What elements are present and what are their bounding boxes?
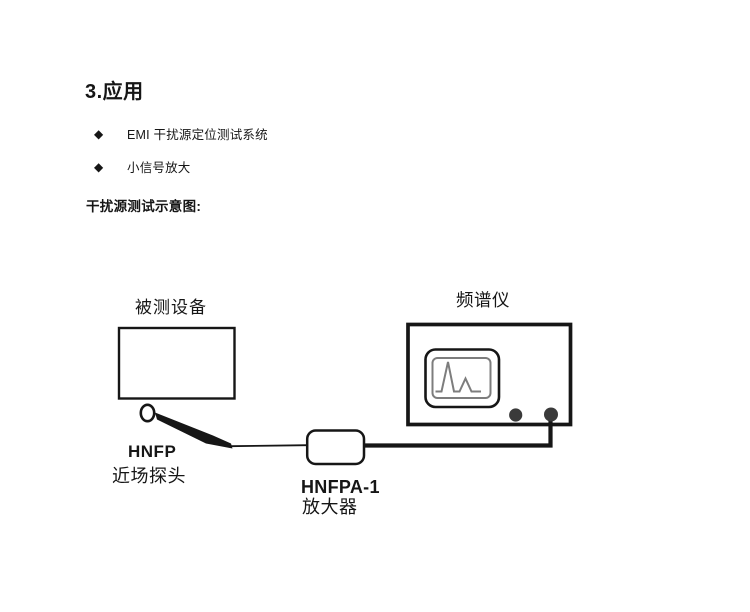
spectrum-trace-icon [435, 361, 481, 393]
bullet-text: 小信号放大 [127, 161, 191, 175]
probe-name-label: 近场探头 [112, 466, 186, 486]
amplifier-box [305, 429, 366, 466]
analyzer-label: 频谱仪 [456, 290, 510, 310]
probe-loop-icon [139, 403, 156, 423]
bullet-item-small-signal: ◆ 小信号放大 [94, 160, 191, 175]
section-heading: 3.应用 [85, 81, 144, 103]
probe-to-amplifier-cable [229, 444, 309, 448]
analyzer-knob-right-icon [544, 407, 558, 422]
probe-model-label: HNFP [128, 442, 177, 461]
diamond-bullet-icon: ◆ [94, 127, 104, 141]
analyzer-knob-left-icon [509, 408, 523, 422]
dut-box [117, 326, 236, 400]
amplifier-to-analyzer-cable [364, 413, 553, 448]
bullet-text: EMI 干扰源定位测试系统 [127, 128, 268, 142]
diamond-bullet-icon: ◆ [94, 160, 104, 174]
dut-label: 被测设备 [135, 298, 207, 317]
amplifier-name-label: 放大器 [302, 497, 358, 517]
amplifier-model-label: HNFPA-1 [301, 477, 380, 497]
diagram-caption: 干扰源测试示意图: [86, 199, 202, 214]
probe-handle-icon [155, 412, 233, 449]
bullet-item-emi-system: ◆ EMI 干扰源定位测试系统 [94, 127, 268, 142]
